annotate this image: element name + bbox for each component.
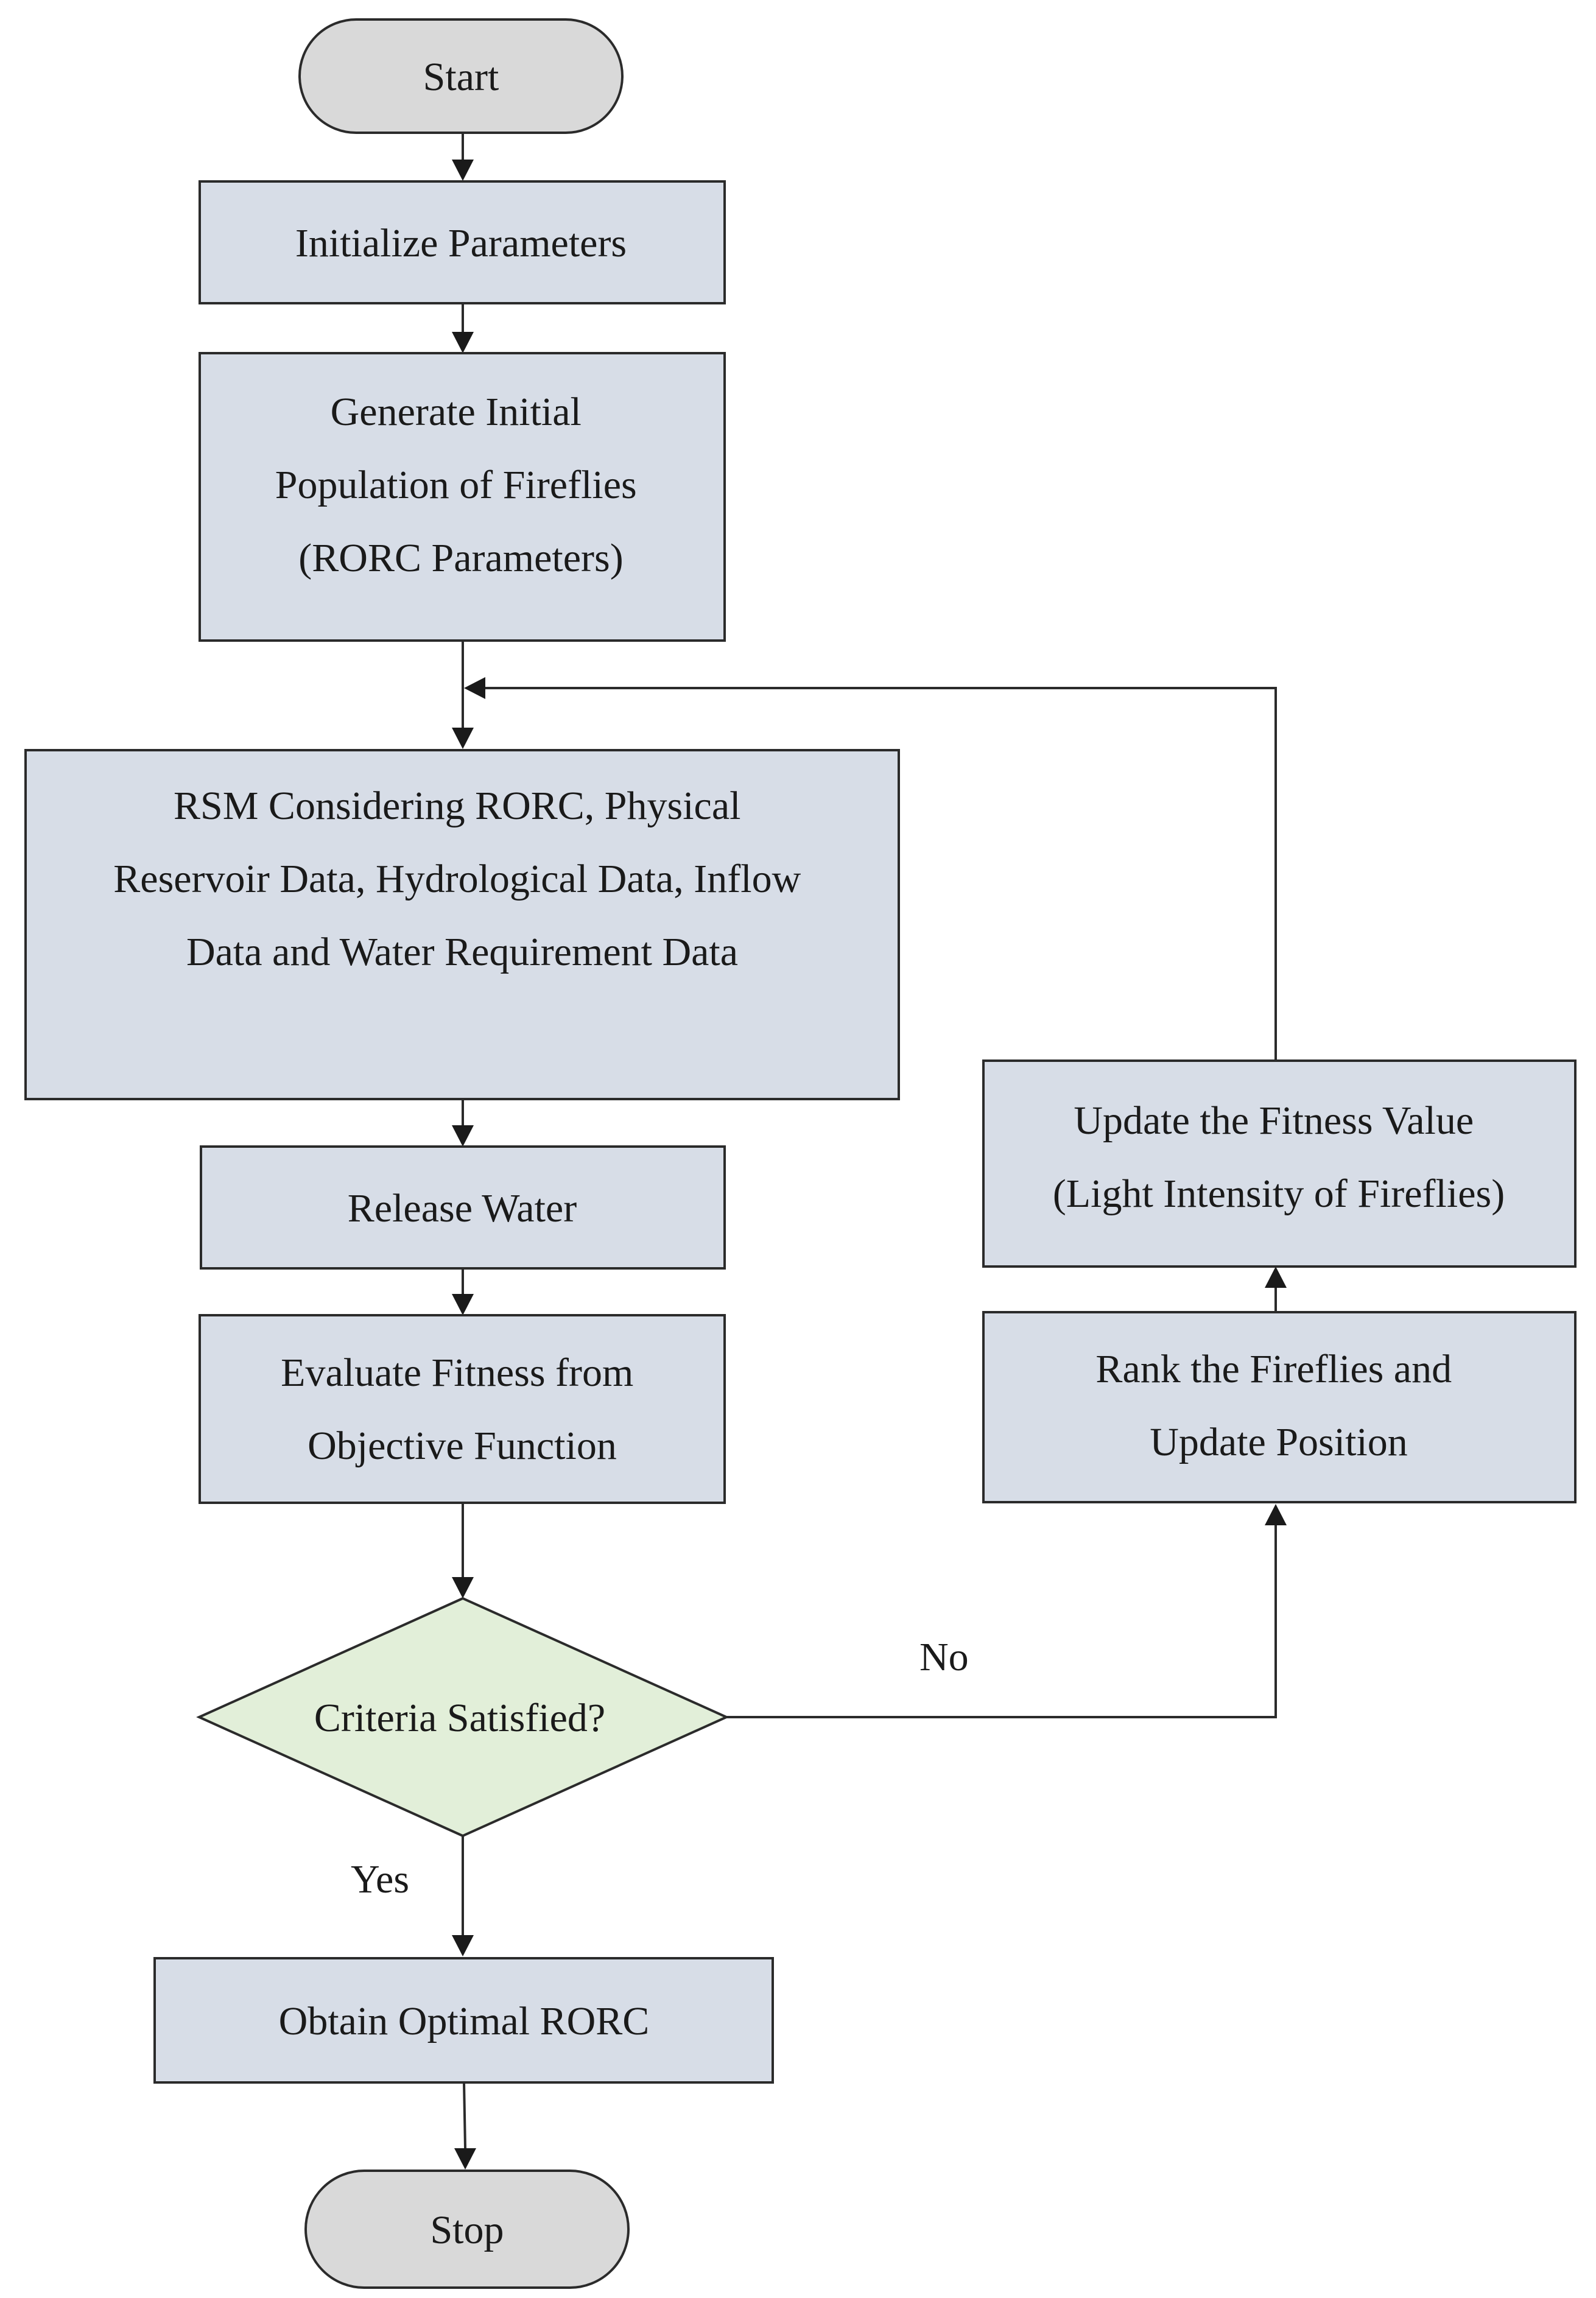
update-fitness-box xyxy=(982,1059,1577,1268)
release-water-line: Release Water xyxy=(348,1186,577,1231)
node-evaluate-fitness: Evaluate Fitness from Objective Function xyxy=(199,1314,726,1504)
arrowhead-rsm xyxy=(452,728,474,749)
node-rsm: RSM Considering RORC, Physical Reservoir… xyxy=(24,749,900,1100)
initialize-parameters-label: Initialize Parameters xyxy=(295,221,627,265)
stop-terminal xyxy=(304,2170,630,2289)
rank-fireflies-line-2: Update Position xyxy=(1150,1420,1408,1464)
no-label: No xyxy=(919,1635,969,1679)
rank-fireflies-label: Rank the Fireflies and Update Position xyxy=(1095,1347,1461,1464)
initialize-parameters-line: Initialize Parameters xyxy=(295,221,627,265)
edge-update-fitness-loop-back xyxy=(485,687,1277,1061)
rsm-line-3: Data and Water Requirement Data xyxy=(186,930,738,974)
release-water-label: Release Water xyxy=(348,1186,577,1231)
obtain-optimal-box xyxy=(153,1957,774,2084)
generate-population-label: Generate Initial Population of Fireflies… xyxy=(275,390,647,580)
arrowhead-obtain xyxy=(452,1935,474,1956)
release-water-box xyxy=(200,1145,726,1270)
node-obtain-optimal: Obtain Optimal RORC xyxy=(153,1957,774,2084)
generate-population-box xyxy=(199,352,726,642)
evaluate-fitness-line-1: Evaluate Fitness from xyxy=(281,1351,633,1395)
rsm-line-1: RSM Considering RORC, Physical xyxy=(174,784,740,828)
arrowhead-initialize xyxy=(452,160,474,181)
node-generate-population: Generate Initial Population of Fireflies… xyxy=(199,352,726,642)
generate-population-line-2: Population of Fireflies xyxy=(275,463,637,507)
arrowhead-stop xyxy=(454,2148,476,2170)
criteria-satisfied-line: Criteria Satisfied? xyxy=(314,1696,605,1740)
edge-criteria-to-rank xyxy=(726,1525,1277,1718)
generate-population-line-3: (RORC Parameters) xyxy=(298,536,623,580)
arrowhead-rank xyxy=(1265,1504,1287,1525)
rsm-label: RSM Considering RORC, Physical Reservoir… xyxy=(113,784,810,974)
node-rank-fireflies: Rank the Fireflies and Update Position xyxy=(982,1311,1577,1503)
node-initialize-parameters: Initialize Parameters xyxy=(199,180,726,304)
edge-obtain-to-stop xyxy=(463,2082,466,2149)
generate-population-line-1: Generate Initial xyxy=(331,390,582,434)
arrowhead-update-fitness xyxy=(1265,1267,1287,1288)
stop-label-line: Stop xyxy=(430,2208,504,2252)
node-criteria-satisfied: Criteria Satisfied? xyxy=(196,1597,729,1838)
node-stop: Stop xyxy=(304,2170,630,2289)
start-label: Start xyxy=(423,55,499,99)
evaluate-fitness-box xyxy=(199,1314,726,1504)
evaluate-fitness-label: Evaluate Fitness from Objective Function xyxy=(281,1351,644,1468)
arrowhead-loop-back xyxy=(464,677,485,699)
obtain-optimal-label: Obtain Optimal RORC xyxy=(279,1999,650,2043)
arrowhead-release xyxy=(452,1125,474,1147)
rsm-line-2: Reservoir Data, Hydrological Data, Inflo… xyxy=(113,857,801,901)
rank-fireflies-box xyxy=(982,1311,1577,1503)
node-start: Start xyxy=(298,18,624,134)
rank-fireflies-line-1: Rank the Fireflies and xyxy=(1095,1347,1452,1391)
update-fitness-line-1: Update the Fitness Value xyxy=(1074,1098,1474,1143)
arrowhead-criteria xyxy=(452,1577,474,1598)
arrowhead-evaluate xyxy=(452,1294,474,1315)
start-terminal xyxy=(298,18,624,134)
criteria-decision-diamond xyxy=(196,1597,729,1838)
initialize-parameters-box xyxy=(199,180,726,304)
update-fitness-label: Update the Fitness Value (Light Intensit… xyxy=(1053,1098,1505,1216)
yes-label: Yes xyxy=(351,1857,409,1902)
update-fitness-line-2: (Light Intensity of Fireflies) xyxy=(1053,1172,1505,1216)
criteria-satisfied-label: Criteria Satisfied? xyxy=(314,1696,605,1740)
evaluate-fitness-line-2: Objective Function xyxy=(308,1424,617,1468)
arrowhead-generate xyxy=(452,332,474,353)
node-update-fitness: Update the Fitness Value (Light Intensit… xyxy=(982,1059,1577,1268)
edges xyxy=(452,133,1287,2170)
rsm-box xyxy=(24,749,900,1100)
node-release-water: Release Water xyxy=(200,1145,726,1270)
obtain-optimal-line: Obtain Optimal RORC xyxy=(279,1999,650,2043)
start-label-line: Start xyxy=(423,55,499,99)
stop-label: Stop xyxy=(430,2208,504,2252)
